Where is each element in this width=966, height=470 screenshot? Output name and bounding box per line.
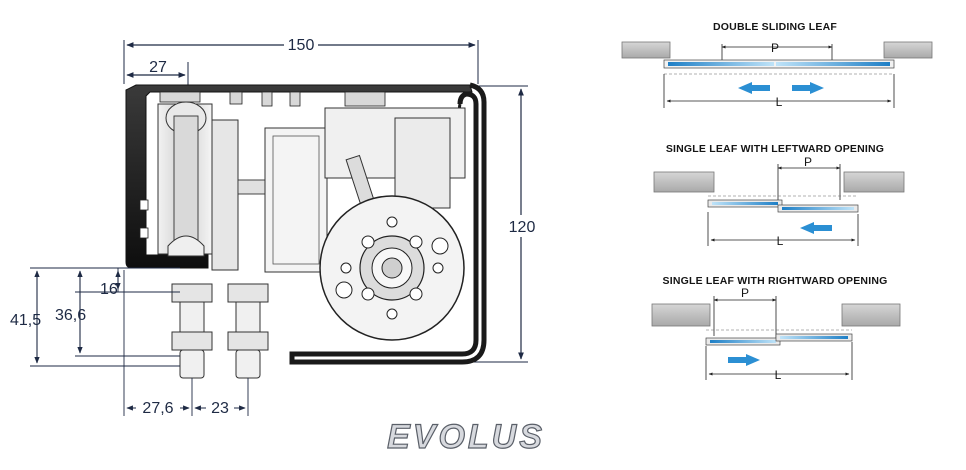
- wall-right: [883, 41, 933, 59]
- dimension-bottom-group: 27,6 23: [123, 270, 249, 418]
- section-drawing: 150 27 120: [10, 34, 543, 418]
- legend-single-leftward: SINGLE LEAF WITH LEFTWARD OPENING P L: [653, 143, 905, 248]
- legend-double-title: DOUBLE SLIDING LEAF: [713, 21, 837, 33]
- dim-bottom-2-label: 23: [211, 400, 229, 417]
- wall-left: [621, 41, 671, 59]
- motor-block: [264, 107, 466, 273]
- wall-left: [651, 303, 711, 327]
- legend-right-p: P: [741, 286, 749, 300]
- dim-overall-width-label: 150: [288, 37, 315, 54]
- pulley-wheel: [319, 195, 465, 341]
- legend-right-l: L: [775, 368, 782, 382]
- brand-logo: EVOLUS: [387, 418, 545, 456]
- wall-left: [653, 171, 715, 193]
- wall-right: [841, 303, 901, 327]
- dim-left-3-label: 16: [100, 281, 118, 298]
- dim-left-1-label: 41,5: [10, 312, 41, 329]
- mounting-bolts: [171, 283, 269, 379]
- dim-bottom-1-label: 27,6: [142, 400, 173, 417]
- legend-single-rightward: SINGLE LEAF WITH RIGHTWARD OPENING P L: [651, 275, 901, 382]
- wall-right: [843, 171, 905, 193]
- legend-left-title: SINGLE LEAF WITH LEFTWARD OPENING: [666, 143, 884, 155]
- legend-right-title: SINGLE LEAF WITH RIGHTWARD OPENING: [663, 275, 888, 287]
- legend-left-p: P: [804, 155, 812, 169]
- dimension-left-group: 41,5 36,6 16: [10, 267, 180, 367]
- dim-left-2-label: 36,6: [55, 307, 86, 324]
- carriage-trolley: [157, 101, 269, 271]
- legend-left-l: L: [777, 234, 784, 248]
- legend-double-p: P: [771, 41, 779, 55]
- dim-top-offset-label: 27: [149, 59, 167, 76]
- legend-double-sliding: DOUBLE SLIDING LEAF P L: [621, 21, 933, 109]
- dimension-overall-width: 150: [123, 34, 479, 84]
- legend-double-l: L: [776, 95, 783, 109]
- dim-height-label: 120: [509, 219, 536, 236]
- dimension-height: 120: [470, 85, 543, 363]
